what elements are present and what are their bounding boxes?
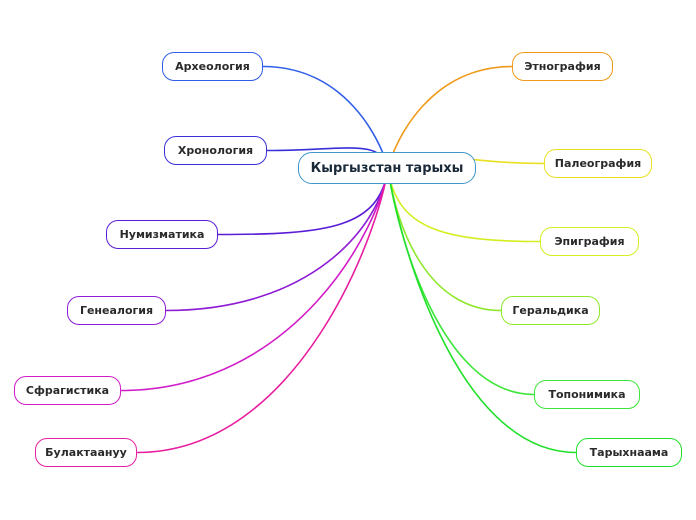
topic-etnografiya[interactable]: Этнография — [512, 52, 613, 81]
connector-epigrafiya — [387, 167, 541, 243]
topic-khronologiya[interactable]: Хронология — [164, 136, 267, 165]
topic-bulaktaanuu[interactable]: Булактаануу — [35, 438, 137, 467]
root-topic[interactable]: Кыргызстан тарыхы — [298, 152, 476, 184]
topic-numizmatika[interactable]: Нумизматика — [106, 220, 218, 249]
topic-arkheologiya[interactable]: Археология — [162, 52, 263, 81]
connector-toponimika — [387, 167, 535, 396]
topic-epigrafiya[interactable]: Эпиграфия — [540, 227, 639, 256]
topic-genealogiya[interactable]: Генеалогия — [67, 296, 166, 325]
topic-toponimika[interactable]: Топонимика — [534, 380, 640, 409]
topic-paleografiya[interactable]: Палеография — [544, 149, 652, 178]
connector-bulaktaanuu — [136, 167, 389, 454]
topic-sfragistika[interactable]: Сфрагистика — [14, 376, 121, 405]
connector-tarykhnaama — [387, 167, 577, 454]
topic-tarykhnaama[interactable]: Тарыхнаама — [576, 438, 682, 467]
connector-sfragistika — [120, 167, 389, 392]
topic-geraldika[interactable]: Геральдика — [501, 296, 600, 325]
